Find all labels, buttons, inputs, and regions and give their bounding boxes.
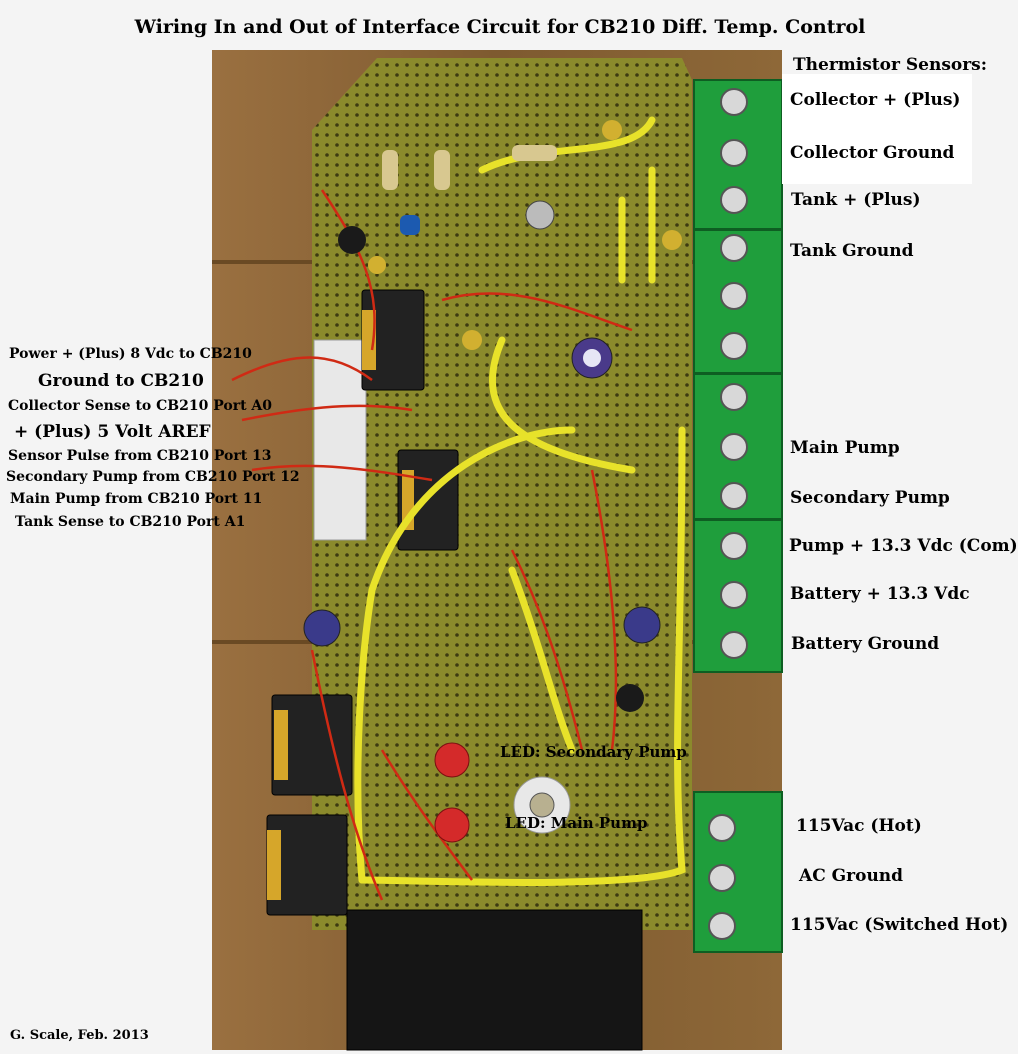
label-led-main: LED: Main Pump [505, 814, 648, 832]
label-ground-cb210: Ground to CB210 [38, 371, 204, 391]
author-credit: G. Scale, Feb. 2013 [10, 1028, 149, 1043]
label-secondary-pump: Secondary Pump [790, 488, 950, 508]
transistor-2 [616, 684, 644, 712]
label-collector-plus: Collector + (Plus) [790, 90, 961, 110]
label-ac-ground: AC Ground [799, 866, 904, 886]
circuit-board-photo [212, 50, 783, 1051]
pin-header [313, 339, 367, 541]
label-led-secondary: LED: Secondary Pump [500, 743, 687, 761]
label-115vac-hot: 115Vac (Hot) [796, 816, 922, 836]
diagram-title: Wiring In and Out of Interface Circuit f… [134, 16, 866, 38]
label-collector-ground: Collector Ground [790, 143, 955, 163]
label-tank-ground: Tank Ground [790, 241, 914, 261]
label-power-8vdc: Power + (Plus) 8 Vdc to CB210 [9, 346, 252, 362]
sensor-label-panel [782, 74, 972, 184]
resistor [512, 145, 557, 161]
label-pump-plus: Pump + 13.3 Vdc (Com) [789, 536, 1018, 556]
label-main-pump: Main Pump [790, 438, 900, 458]
led-secondary [434, 742, 470, 778]
label-5v-aref: + (Plus) 5 Volt AREF [14, 422, 211, 442]
terminal-strip-bottom [693, 791, 783, 953]
label-tank-sense: Tank Sense to CB210 Port A1 [15, 514, 246, 530]
thermistor-heading: Thermistor Sensors: [793, 55, 988, 75]
led-main [434, 807, 470, 843]
label-tank-plus: Tank + (Plus) [791, 190, 921, 210]
terminal-screws-bottom [708, 814, 736, 940]
yellow-wires [354, 116, 686, 886]
electrolytic-cap-3 [623, 606, 661, 644]
label-secondary-pump-port: Secondary Pump from CB210 Port 12 [6, 469, 300, 485]
label-sensor-pulse: Sensor Pulse from CB210 Port 13 [8, 448, 272, 464]
label-main-pump-port: Main Pump from CB210 Port 11 [10, 491, 263, 507]
perfboard [312, 58, 692, 930]
label-115vac-switched: 115Vac (Switched Hot) [790, 915, 1009, 935]
terminal-strip-top [693, 79, 783, 673]
mounting-screw [525, 200, 555, 230]
terminal-screws-top [720, 88, 748, 659]
transistor-1 [338, 226, 366, 254]
label-battery-plus: Battery + 13.3 Vdc [790, 584, 970, 604]
relay [346, 909, 643, 1051]
electrolytic-cap-2 [303, 609, 341, 647]
label-battery-ground: Battery Ground [791, 634, 940, 654]
label-collector-sense: Collector Sense to CB210 Port A0 [8, 398, 273, 414]
red-wires [231, 189, 633, 901]
